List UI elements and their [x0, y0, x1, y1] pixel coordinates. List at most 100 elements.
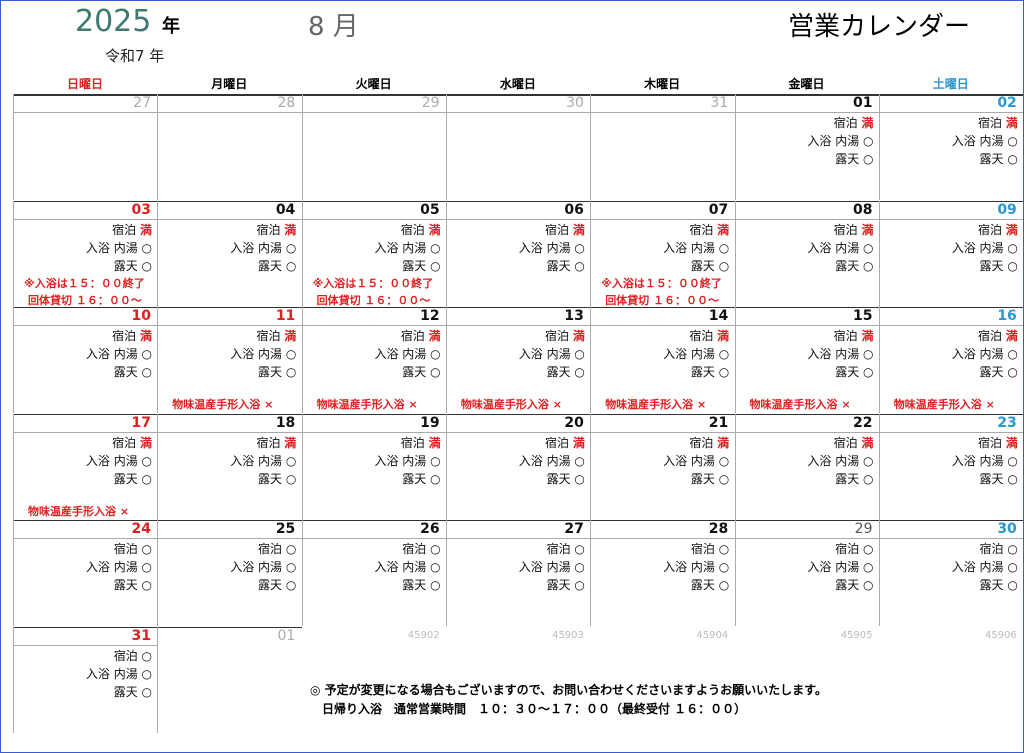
day-number: 22 [853, 414, 873, 431]
outdoor-bath-status: 露天 ○ [258, 471, 297, 486]
stay-mark: 満 [572, 435, 585, 450]
indoor-bath-status: 入浴 内湯 ○ [663, 347, 730, 361]
stay-mark: ○ [141, 648, 152, 663]
day-number: 45905 [840, 629, 873, 641]
day-cell: 10 宿泊 満入浴 内湯 ○ 露天 ○ [13, 307, 157, 413]
indoor-bath-status: 入浴 内湯 ○ [951, 560, 1018, 574]
stay-status: 宿泊 満 [689, 329, 730, 343]
bath-ticket-status: 物味温産手形入浴 × [605, 398, 707, 411]
weekday-0: 日曜日 [66, 77, 103, 91]
day-number: 09 [997, 201, 1017, 218]
week-divider [13, 94, 1023, 96]
stay-status: 宿泊 満 [256, 222, 297, 237]
stay-mark: 満 [717, 435, 730, 450]
indoor-bath-status: 入浴 内湯 ○ [230, 560, 297, 574]
day-number: 16 [997, 308, 1017, 324]
day-cell: 01 [157, 626, 301, 733]
week-divider [13, 413, 1023, 415]
day-number: 20 [564, 414, 584, 431]
stay-status: 宿泊 満 [545, 222, 585, 237]
bath-ticket-status: 物味温産手形入浴 × [749, 398, 851, 411]
outdoor-bath-status: 露天 ○ [979, 471, 1018, 486]
outdoor-bath-status: 露天 ○ [835, 578, 874, 592]
stay-mark: 満 [861, 116, 874, 130]
stay-mark: ○ [430, 542, 441, 556]
stay-mark: 満 [1005, 116, 1018, 130]
stay-mark: 満 [1005, 329, 1018, 343]
bath-ticket-status: 物味温産手形入浴 × [460, 398, 562, 411]
day-number: 08 [853, 201, 873, 218]
indoor-bath-status: 入浴 内湯 ○ [807, 560, 874, 574]
indoor-bath-status: 入浴 内湯 ○ [85, 453, 152, 468]
stay-status: 宿泊 満 [400, 435, 441, 450]
stay-mark: 満 [428, 222, 441, 237]
stay-status: 宿泊 満 [833, 222, 874, 237]
week-divider [13, 307, 1023, 308]
stay-mark: ○ [285, 542, 297, 556]
outdoor-bath-status: 露天 ○ [113, 365, 152, 379]
indoor-bath-status: 入浴 内湯 ○ [230, 240, 297, 255]
day-cell: 28 [157, 94, 301, 200]
stay-status: 宿泊 満 [256, 435, 297, 450]
day-number: 02 [997, 95, 1017, 111]
footer-notice: ◎ 予定が変更になる場合もございますので、お問い合わせくださいますようお願いいた… [310, 683, 827, 697]
bath-ticket-status: 物味温産手形入浴 × [316, 398, 418, 411]
day-number: 04 [275, 201, 296, 218]
day-cell: 45906 [879, 627, 1023, 733]
day-number: 17 [131, 414, 151, 431]
week-divider [13, 200, 1023, 202]
stay-mark: 満 [1005, 435, 1018, 450]
outdoor-bath-status: 露天 ○ [835, 365, 874, 379]
year-label: 年 [162, 16, 180, 37]
stay-status: 宿泊 満 [977, 116, 1018, 130]
stay-mark: 満 [572, 329, 585, 343]
weekday-2: 火曜日 [355, 77, 392, 91]
outdoor-bath-status: 露天 ○ [402, 471, 441, 486]
indoor-bath-status: 入浴 内湯 ○ [374, 347, 441, 361]
day-number: 07 [708, 201, 729, 218]
stay-mark: 満 [717, 222, 730, 237]
day-number: 45902 [407, 629, 440, 641]
indoor-bath-status: 入浴 内湯 ○ [374, 453, 441, 468]
stay-status: 宿泊 ○ [113, 542, 152, 556]
outdoor-bath-status: 露天 ○ [546, 258, 585, 273]
day-cell: 45904 [590, 627, 734, 733]
day-number: 23 [997, 414, 1017, 431]
outdoor-bath-status: 露天 ○ [979, 152, 1018, 166]
indoor-bath-status: 入浴 内湯 ○ [807, 134, 874, 148]
stay-mark: 満 [284, 329, 297, 343]
outdoor-bath-status: 露天 ○ [690, 258, 730, 273]
day-cell: 31 [590, 94, 734, 200]
day-number: 31 [710, 95, 729, 111]
outdoor-bath-status: 露天 ○ [546, 365, 585, 379]
week-divider [13, 520, 1023, 521]
day-number: 10 [131, 308, 151, 324]
stay-status: 宿泊 満 [112, 329, 152, 343]
day-number: 14 [708, 308, 729, 324]
outdoor-bath-status: 露天 ○ [258, 365, 297, 379]
day-number: 27 [133, 95, 151, 111]
indoor-bath-status: 入浴 内湯 ○ [230, 347, 297, 361]
indoor-bath-status: 入浴 内湯 ○ [518, 560, 585, 574]
stay-mark: ○ [574, 542, 585, 556]
weekday-5: 金曜日 [788, 77, 825, 91]
outdoor-bath-status: 露天 ○ [835, 152, 874, 166]
weekday-1: 月曜日 [211, 77, 248, 91]
indoor-bath-status: 入浴 内湯 ○ [85, 347, 152, 361]
stay-mark: 満 [139, 329, 152, 343]
